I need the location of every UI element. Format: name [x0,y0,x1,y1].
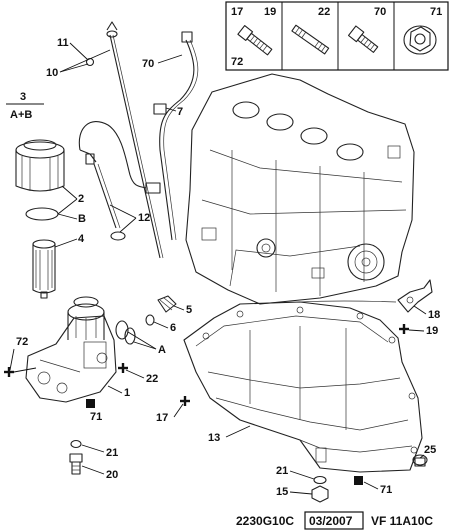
callout-18: 18 [428,309,440,321]
legend-label-71: 71 [430,6,442,18]
callout-25: 25 [424,444,436,456]
drain-plug [311,485,329,503]
oil-filter-cap [15,139,65,192]
square-marker-71-left [86,399,95,408]
short-bolt-icon [347,25,379,53]
callout-15: 15 [276,486,288,498]
filter-seal-ring [25,207,59,221]
heat-exchanger-seal-a [115,320,129,340]
sensor-bracket [299,279,433,313]
cross-marker-19 [399,324,409,334]
footer-model-code: VF 11A10C [371,514,433,528]
callout-4: 4 [78,233,85,245]
stud-icon [291,24,330,55]
callout-71-right: 71 [380,484,392,496]
legend-label-19: 19 [264,6,276,18]
cross-marker-72 [4,367,14,377]
callout-a-plus-b: A+B [10,109,32,121]
oil-sump [183,301,423,473]
oil-dipstick [85,21,164,259]
oil-filter-module [25,296,117,403]
callout-10: 10 [46,67,58,79]
callout-6: 6 [170,322,176,334]
footer-ref-code: 2230G10C [236,514,294,528]
legend-cell-flange-nut: 71 [403,6,442,55]
fastener-legend: 17 19 72 22 [225,1,449,71]
engine-block [185,73,415,305]
callout-19: 19 [426,325,438,337]
callout-11: 11 [57,37,69,49]
legend-cell-stud: 22 [291,6,330,55]
callout-a: A [158,344,166,356]
sender-washer [70,439,82,449]
diagram-footer: 2230G10C 03/2007 VF 11A10C [236,511,433,530]
oil-level-sensor [78,121,161,241]
square-marker-71-right [354,476,363,485]
dipstick-guide-tube [153,31,199,241]
cross-marker-22 [118,363,128,373]
callout-22: 22 [146,373,158,385]
callout-1: 1 [124,387,130,399]
callout-5: 5 [186,304,192,316]
callout-b: B [78,213,86,225]
callout-17: 17 [156,412,168,424]
callout-7: 7 [177,106,183,118]
oil-temperature-sender [69,453,83,475]
callout-21-left: 21 [106,447,118,459]
callout-21-right: 21 [276,465,288,477]
legend-label-22: 22 [318,6,330,18]
callout-70: 70 [142,58,154,70]
callout-13: 13 [208,432,220,444]
oil-filter-cartridge [32,239,56,299]
callout-2: 2 [78,193,84,205]
footer-date: 03/2007 [309,514,353,528]
drain-plug-washer [313,475,327,485]
sump-cap-25 [412,454,428,467]
oil-pressure-switch [157,295,177,313]
cross-marker-17 [180,396,190,406]
callout-20: 20 [106,469,118,481]
legend-label-70: 70 [374,6,386,18]
callout-71-left: 71 [90,411,102,423]
legend-cell-short-bolt: 70 [347,6,386,53]
legend-cell-long-bolt: 17 19 72 [231,6,276,68]
legend-label-72: 72 [231,56,243,68]
flange-nut-icon [403,25,437,55]
pressure-switch-seal [145,314,155,326]
long-bolt-icon [237,25,273,56]
callout-3: 3 [20,91,26,103]
legend-label-17: 17 [231,6,243,18]
callout-12: 12 [138,212,150,224]
callout-72: 72 [16,336,28,348]
